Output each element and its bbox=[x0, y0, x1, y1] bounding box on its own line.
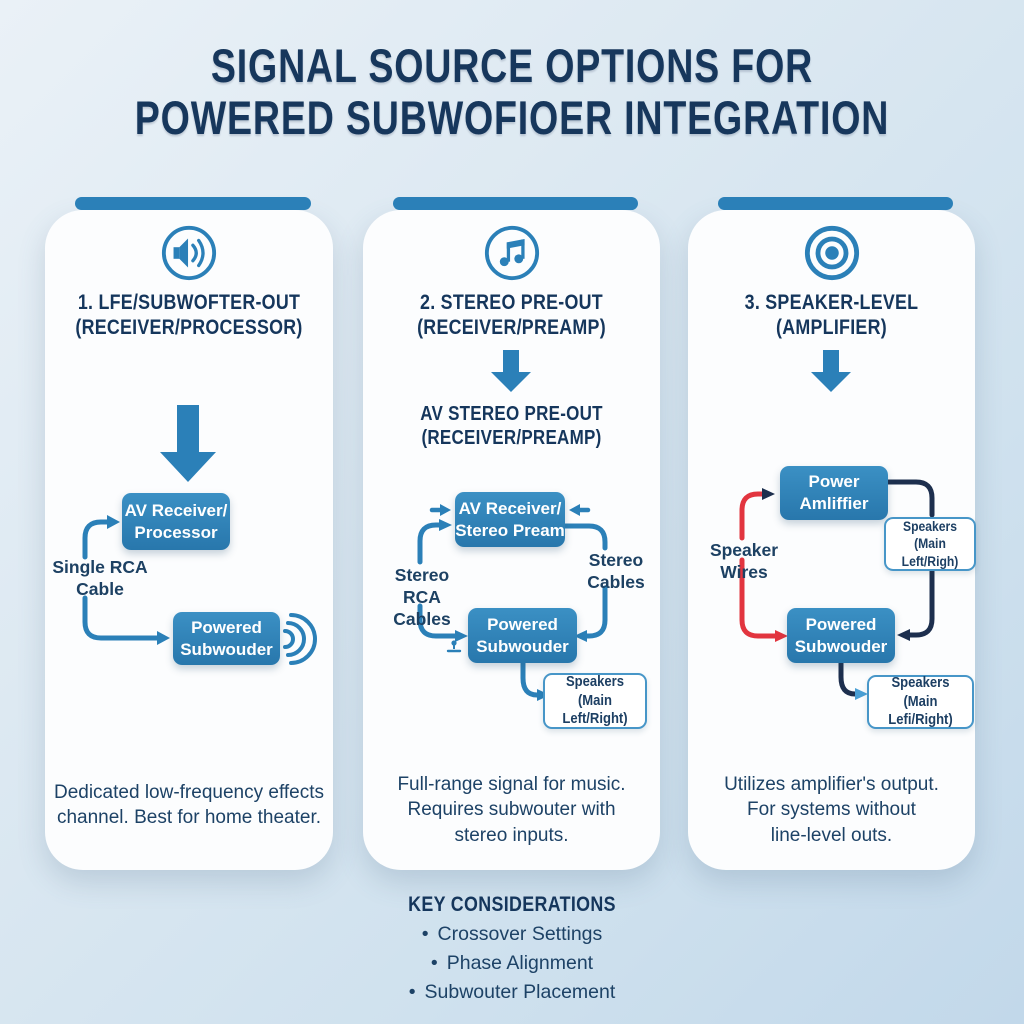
card-stereo-pre-out: 2. STEREO PRE-OUT (RECEIVER/PREAMP) AV S… bbox=[363, 197, 660, 870]
flow-arrowhead bbox=[897, 629, 910, 641]
powered-subwoofer-box: Powered Subwouder bbox=[787, 608, 895, 663]
power-amplifier-label: Power Amliffier bbox=[799, 472, 869, 513]
single-rca-cable-label: Single RCA Cable bbox=[52, 557, 148, 599]
speakers-main-box-bottom: Speakers (Main Lefi/Right) bbox=[867, 675, 974, 729]
column-2-heading: 2. STEREO PRE-OUT (RECEIVER/PREAMP) bbox=[417, 291, 606, 340]
key-considerations-section: KEY CONSIDERATIONS Crossover Settings Ph… bbox=[0, 893, 1024, 1004]
card-top-bar bbox=[75, 197, 311, 210]
small-down-arrow-icon bbox=[491, 350, 531, 392]
av-receiver-processor-box: AV Receiver/ Processor bbox=[122, 493, 230, 550]
key-consideration-text: Phase Alignment bbox=[446, 952, 594, 974]
stereo-cables-label: Stereo Cables bbox=[587, 550, 645, 592]
av-receiver-processor-label: AV Receiver/ Processor bbox=[124, 500, 228, 542]
column-1-description: Dedicated low-frequency effects channel.… bbox=[53, 782, 325, 829]
key-consideration-text: Subwouter Placement bbox=[424, 981, 616, 1003]
speaker-cone-icon bbox=[803, 224, 861, 287]
flow-arrowhead bbox=[569, 504, 580, 516]
speakers-main-box: Speakers (Main Left/Right) bbox=[543, 673, 647, 729]
powered-subwoofer-label: Powered Subwouder bbox=[794, 614, 888, 656]
key-consideration-item: Phase Alignment bbox=[0, 952, 1024, 975]
card-lfe-subwoofer-out: 1. LFE/SUBWOFTER-OUT (RECEIVER/PROCESSOR… bbox=[45, 197, 333, 870]
big-down-arrow-icon bbox=[160, 405, 216, 482]
power-amplifier-box: Power Amliffier bbox=[780, 466, 888, 520]
sound-waves-icon bbox=[283, 613, 317, 665]
column-1-heading: 1. LFE/SUBWOFTER-OUT (RECEIVER/PROCESSOR… bbox=[75, 291, 303, 340]
stereo-rca-cables-label: Stereo RCA Cables bbox=[393, 565, 451, 629]
page-title-line1: SIGNAL SOURCE OPTIONS FOR bbox=[210, 39, 814, 92]
speakers-main-bottom-label: Speakers (Main Lefi/Right) bbox=[888, 674, 953, 729]
card-top-bar bbox=[393, 197, 638, 210]
small-down-arrow-icon bbox=[811, 350, 851, 392]
key-consideration-item: Subwouter Placement bbox=[0, 981, 1024, 1004]
column-3-heading: 3. SPEAKER-LEVEL (AMPLIFIER) bbox=[744, 291, 919, 340]
av-receiver-stereo-preamp-label: AV Receiver/ Stereo Pream bbox=[455, 498, 565, 540]
flow-arrowhead bbox=[439, 519, 452, 531]
flow-arrowhead bbox=[440, 504, 451, 516]
key-consideration-item: Crossover Settings bbox=[0, 923, 1024, 946]
key-considerations-heading: KEY CONSIDERATIONS bbox=[408, 893, 616, 916]
column-2-mid-heading: AV STEREO PRE-OUT (RECEIVER/PREAMP) bbox=[420, 403, 603, 449]
bullet-icon bbox=[409, 981, 425, 1003]
bullet-icon bbox=[431, 952, 447, 974]
speakers-main-top-label: Speakers (Main Left/Righ) bbox=[901, 518, 959, 569]
flow-arrowhead bbox=[455, 630, 468, 642]
page-title-line2: POWERED SUBWOFIOER INTEGRATION bbox=[134, 91, 890, 144]
key-consideration-text: Crossover Settings bbox=[437, 923, 603, 945]
powered-subwoofer-box: Powered Subwouder bbox=[468, 608, 577, 663]
column-2-description: Full-range signal for music. Requires su… bbox=[397, 774, 626, 846]
speakers-main-label: Speakers (Main Left/Right) bbox=[562, 673, 628, 728]
flow-arrowhead bbox=[107, 515, 120, 529]
card-speaker-level: 3. SPEAKER-LEVEL (AMPLIFIER) Power Amlif… bbox=[688, 197, 976, 870]
column-3-description: Utilizes amplifier's output. For systems… bbox=[724, 774, 939, 846]
bullet-icon bbox=[422, 923, 438, 945]
speakers-main-box-top: Speakers (Main Left/Righ) bbox=[884, 517, 976, 571]
card-top-bar bbox=[718, 197, 953, 210]
music-note-icon bbox=[483, 224, 541, 287]
flow-arrowhead bbox=[157, 631, 170, 645]
av-receiver-stereo-preamp-box: AV Receiver/ Stereo Pream bbox=[455, 492, 565, 547]
flow-arrowhead bbox=[762, 488, 775, 500]
powered-subwoofer-box: Powered Subwouder bbox=[173, 612, 280, 665]
pin-icon bbox=[446, 640, 462, 653]
powered-subwoofer-label: Powered Subwouder bbox=[180, 617, 273, 659]
speaker-volume-icon bbox=[160, 224, 218, 287]
powered-subwoofer-label: Powered Subwouder bbox=[476, 614, 569, 656]
speaker-wires-label: Speaker Wires bbox=[709, 540, 779, 582]
